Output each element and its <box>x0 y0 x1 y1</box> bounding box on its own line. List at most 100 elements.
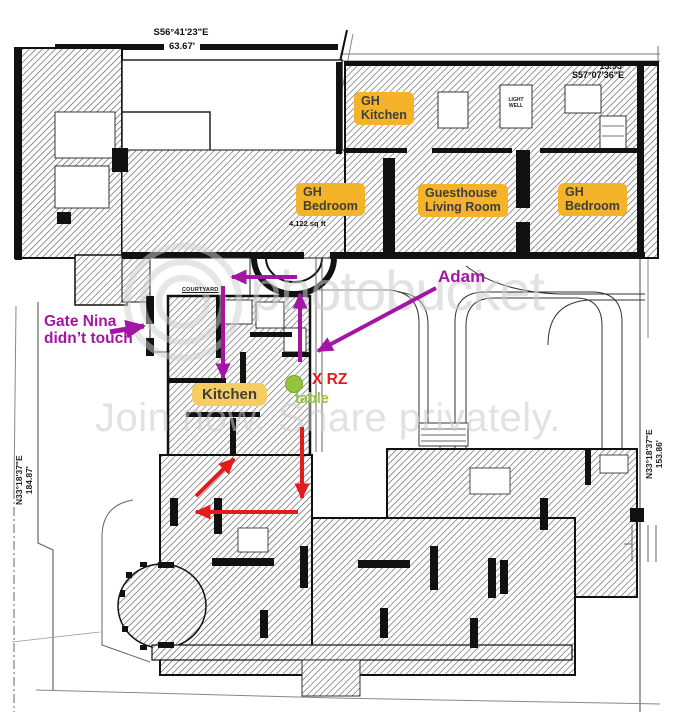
watermark-logo-rings <box>123 242 243 362</box>
bay-window-tick <box>120 590 125 597</box>
topright-length-label: 13.95' <box>599 61 624 71</box>
table-label-text: table <box>295 391 329 407</box>
room-cutout <box>469 467 511 495</box>
sw-ground-line <box>11 631 101 643</box>
west-bearing: N33°18'37"E <box>13 455 24 505</box>
topright-bearing-label: S57°07'36"E <box>571 70 624 80</box>
entry-porch-arc-inner <box>265 257 323 283</box>
wall-segment <box>500 560 508 594</box>
wall-segment <box>168 378 226 383</box>
gate-post <box>146 296 154 324</box>
east-bearing: N33°18'37"E <box>643 429 654 479</box>
wall-segment <box>488 558 496 598</box>
wall-segment <box>240 352 246 394</box>
wall-segment <box>630 508 644 522</box>
kitchen-label: Kitchen <box>192 383 268 407</box>
courtyard-label: COURTYARD <box>182 287 219 293</box>
gate-note-text: Gate Nina didn’t touch <box>44 313 133 348</box>
wall-segment <box>15 48 22 260</box>
adam-label-text: Adam <box>438 267 486 286</box>
wall-segment <box>540 498 548 530</box>
wall-segment <box>214 498 222 534</box>
wall-segment <box>216 296 222 358</box>
wall-segment <box>358 560 410 568</box>
room-cutout <box>599 115 627 151</box>
kitchen-walls <box>168 296 310 464</box>
wall-segment <box>345 148 407 153</box>
top-length-label: 63.67' <box>164 41 200 52</box>
east-ladder-detail <box>624 525 657 562</box>
south-terrace-band <box>151 644 573 661</box>
room-cutout <box>255 301 285 329</box>
room-cutout <box>564 84 602 114</box>
south-fence-line2 <box>334 697 661 705</box>
room-cutout <box>599 454 629 474</box>
wall-segment <box>585 449 591 485</box>
guesthouse-living-room-label: Guesthouse Living Room <box>418 184 508 217</box>
watermark-brand-text: photobucket <box>250 259 545 322</box>
walk-curve-east <box>465 265 645 295</box>
wall-segment <box>282 352 310 357</box>
guesthouse-block <box>14 47 659 306</box>
west-property-line <box>37 302 54 690</box>
bay-window-tick <box>122 626 128 632</box>
watermark-tagline-text: Join now. Share privately. <box>95 396 561 440</box>
wall-segment <box>57 212 71 224</box>
wall-segment <box>158 642 174 648</box>
wall-segment <box>516 150 530 208</box>
wall-segment <box>540 148 640 153</box>
west-length: 184.87' <box>24 466 34 495</box>
driveway-paths <box>316 265 645 452</box>
room-cutout <box>237 527 269 553</box>
hatch-block <box>74 254 128 306</box>
bay-window-tick <box>126 572 132 578</box>
wall-segment <box>158 562 174 568</box>
wall-segment <box>380 608 388 638</box>
gh-bedroom-right-label: GH Bedroom <box>558 183 627 216</box>
east-boundary-label: N33°18'37"E 153.86' <box>644 409 664 499</box>
room-cutout <box>437 91 469 129</box>
main-house-block <box>117 448 657 697</box>
wall-segment <box>170 498 178 526</box>
wall-segment <box>345 62 658 66</box>
south-fence-line <box>35 689 336 699</box>
west-boundary-label: N33°18'37"E 184.87' <box>14 435 34 525</box>
path-arch-inner <box>465 297 603 452</box>
room-cutout <box>54 165 110 209</box>
bay-window-tick <box>140 562 147 567</box>
wall-segment <box>637 66 644 258</box>
top-bearing-label: S56°41'23"E <box>153 27 209 38</box>
east-length: 153.86' <box>654 440 664 469</box>
wall-segment <box>432 148 512 153</box>
watermark-ring <box>123 242 243 362</box>
light-well-room <box>499 84 533 129</box>
wall-segment <box>212 558 274 566</box>
bay-window-tick <box>140 645 147 650</box>
light-well-label: LIGHT WELL <box>508 97 524 109</box>
wall-segment <box>430 546 438 590</box>
main-house-walls <box>120 449 644 650</box>
gh-bedroom-left-label: GH Bedroom <box>296 183 365 216</box>
room-cutout <box>54 111 116 159</box>
watermark-ring <box>155 274 211 330</box>
wall-segment <box>516 222 530 258</box>
wall-segment <box>112 148 128 172</box>
walk-curve-east2 <box>547 299 645 346</box>
wall-segment <box>230 418 236 464</box>
wall-segment <box>330 252 645 259</box>
area-sqft-label: 4,122 sq ft <box>289 219 326 228</box>
west-patio-edge <box>101 499 151 663</box>
wall-segment <box>186 412 260 417</box>
wall-segment <box>260 610 268 638</box>
wall-segment <box>336 62 342 154</box>
wall-segment <box>250 332 292 337</box>
room-cutout <box>283 327 307 353</box>
x-rz-marker-text: X RZ <box>312 371 348 388</box>
wall-segment <box>470 618 478 648</box>
wall-segment <box>383 158 395 255</box>
south-steps <box>301 659 361 697</box>
west-edge-line <box>13 305 17 491</box>
gh-kitchen-label: GH Kitchen <box>354 92 414 125</box>
